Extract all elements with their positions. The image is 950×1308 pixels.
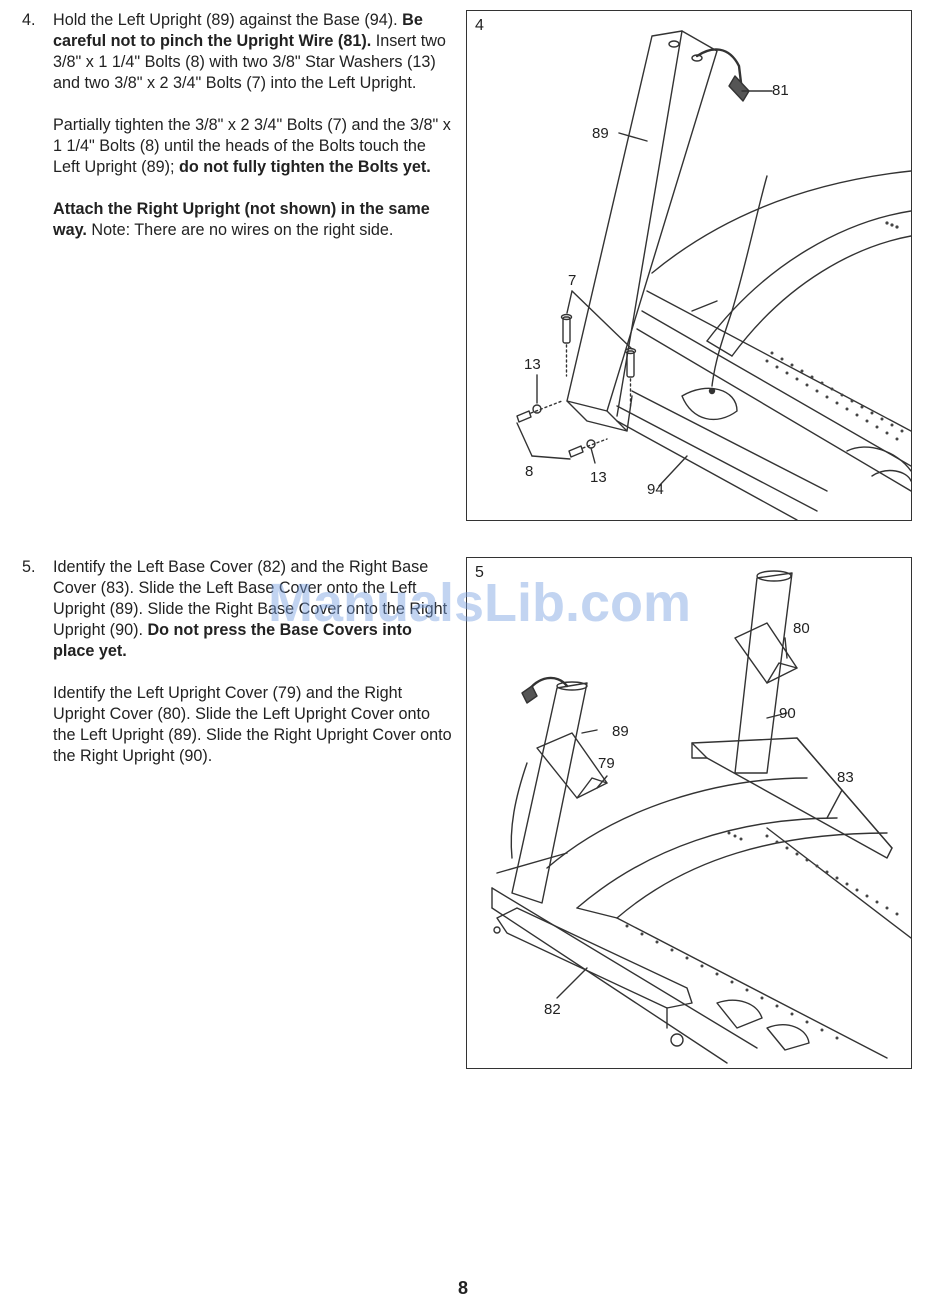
step-paragraph: Identify the Left Base Cover (82) and th… <box>53 557 453 662</box>
figure-label: 4 <box>475 17 484 34</box>
step-paragraph: Partially tighten the 3/8" x 2 3/4" Bolt… <box>53 115 453 178</box>
callout-89: 89 <box>612 723 629 740</box>
body-text: Insert two 3/8" x 1 1/4" Bolts (8) with … <box>53 32 446 92</box>
watermark: ManualsLib.com <box>268 573 692 633</box>
bold-text: Attach the Right Upright (not shown) in … <box>53 200 430 239</box>
callout-89: 89 <box>592 125 609 142</box>
callout-81: 81 <box>772 82 789 99</box>
callout-13: 13 <box>524 356 541 373</box>
page-number: 8 <box>458 1278 469 1298</box>
figure-5: 5 <box>466 557 912 1069</box>
bold-text: Do not press the Base Covers into place … <box>53 621 412 660</box>
step-body: Hold the Left Upright (89) against the B… <box>53 10 453 262</box>
figure-5-illustration: 80 90 89 79 83 82 <box>491 570 911 1064</box>
callout-90: 90 <box>779 705 796 722</box>
step-number: 4. <box>22 11 36 29</box>
callout-79: 79 <box>598 755 615 772</box>
figure-4: 4 <box>466 10 912 521</box>
callout-94: 94 <box>647 481 664 498</box>
figure-label: 5 <box>475 564 484 581</box>
callout-8: 8 <box>525 463 533 480</box>
step-number: 5. <box>22 558 36 576</box>
step-body: Identify the Left Base Cover (82) and th… <box>53 557 453 788</box>
callout-80: 80 <box>793 620 810 637</box>
callout-13: 13 <box>590 469 607 486</box>
step-paragraph: Identify the Left Upright Cover (79) and… <box>53 683 453 767</box>
body-text: Note: There are no wires on the right si… <box>86 221 394 239</box>
bold-text: Be careful not to pinch the Upright Wire… <box>53 11 423 50</box>
callout-83: 83 <box>837 769 854 786</box>
body-text: Identify the Left Base Cover (82) and th… <box>53 558 448 639</box>
body-text: Identify the Left Upright Cover (79) and… <box>53 684 452 765</box>
step-paragraph: Attach the Right Upright (not shown) in … <box>53 199 453 241</box>
callout-7: 7 <box>568 272 576 289</box>
step-paragraph: Hold the Left Upright (89) against the B… <box>53 10 453 94</box>
figure-4-illustration: 81 89 7 13 8 13 94 <box>516 30 911 520</box>
callout-82: 82 <box>544 1001 561 1018</box>
body-text: Partially tighten the 3/8" x 2 3/4" Bolt… <box>53 116 451 176</box>
bold-text: do not fully tighten the Bolts yet. <box>178 158 431 176</box>
body-text: Hold the Left Upright (89) against the B… <box>53 11 403 29</box>
